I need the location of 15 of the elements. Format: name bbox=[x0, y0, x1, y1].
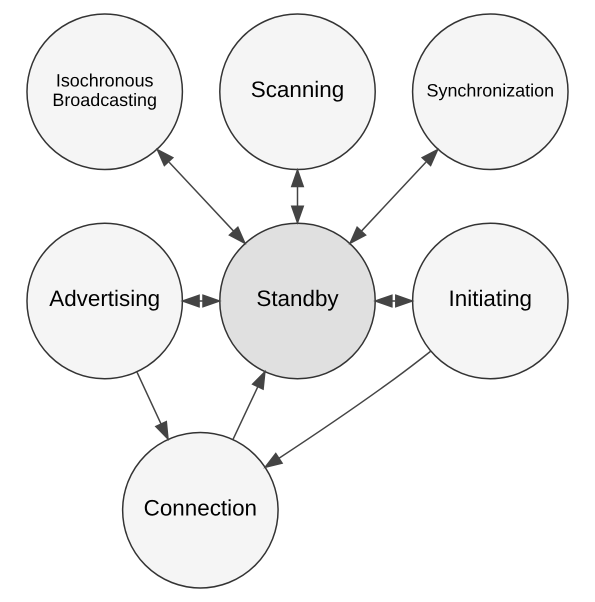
node-circle: Standby bbox=[219, 222, 376, 380]
node-circle: Scanning bbox=[219, 13, 376, 170]
node-circle: Initiating bbox=[412, 222, 569, 380]
arrow bbox=[136, 372, 169, 442]
arrow bbox=[290, 168, 304, 225]
node-circle: Connection bbox=[122, 432, 279, 589]
node-circle: Advertising bbox=[26, 222, 184, 380]
node-circle: Synchronization bbox=[412, 13, 569, 170]
arrow bbox=[373, 294, 414, 308]
arrow bbox=[156, 148, 246, 245]
arrow bbox=[348, 148, 440, 245]
arrow bbox=[232, 370, 266, 440]
arrow bbox=[263, 350, 432, 469]
arrow bbox=[180, 294, 222, 308]
node-circle: Isochronous Broadcasting bbox=[26, 13, 184, 170]
